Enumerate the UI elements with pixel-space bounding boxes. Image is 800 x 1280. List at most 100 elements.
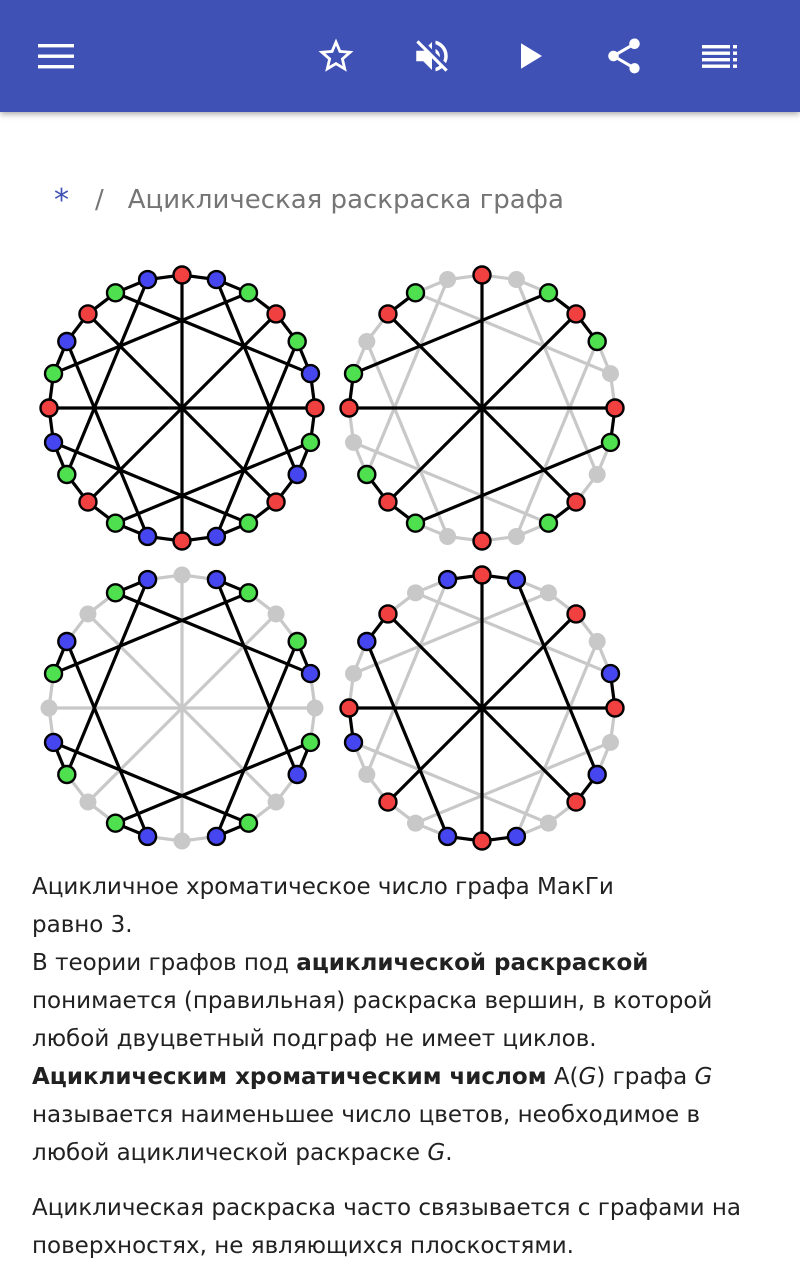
graph-vertex: [105, 283, 126, 303]
graph-edge: [114, 291, 312, 376]
graph-vertex: [378, 604, 398, 624]
graph-vertex: [343, 363, 364, 384]
text-run: понимается (правильная) раскраска вершин…: [32, 988, 713, 1052]
favorite-button[interactable]: [308, 28, 364, 84]
graph-vertex: [238, 283, 259, 303]
graph-vertex: [287, 631, 307, 652]
graph-vertex: [506, 569, 527, 590]
graph-edge: [414, 291, 612, 376]
graph-vertex: [238, 513, 259, 533]
graph-edge: [65, 340, 150, 538]
graph-vertex: [587, 331, 607, 352]
graph-vertex: [206, 826, 227, 847]
graph-vertex: [173, 566, 191, 584]
graph-vertex: [588, 633, 606, 650]
graph-vertex: [405, 513, 426, 533]
share-icon: [608, 38, 640, 74]
graph-edge: [365, 640, 450, 838]
graph-vertex: [538, 513, 559, 533]
graph-vertex: [39, 398, 59, 418]
star-outline-icon: [318, 38, 354, 72]
graph-vertex: [566, 604, 586, 624]
graph-vertex: [407, 584, 424, 602]
breadcrumb-home-link[interactable]: *: [54, 182, 69, 218]
graph-vertex: [507, 527, 525, 545]
graph-edge: [352, 440, 550, 525]
graph-vertex: [472, 831, 492, 851]
graph-vertex: [206, 526, 227, 547]
graph-edge: [114, 740, 312, 825]
menu-button[interactable]: [28, 28, 84, 84]
graph-vertex: [358, 333, 376, 350]
graph-vertex: [472, 265, 492, 285]
graph-vertex: [437, 569, 458, 590]
graph-edge: [365, 340, 450, 538]
graph-vertex: [206, 269, 227, 290]
graph-vertex: [79, 793, 97, 811]
math-g: G: [694, 1064, 713, 1090]
graph-vertex: [339, 398, 359, 418]
graph-panel-1: [39, 265, 325, 551]
graph-vertex: [43, 432, 64, 453]
graph-edge: [352, 740, 550, 825]
graph-vertex: [405, 283, 426, 303]
graph-vertex: [305, 398, 325, 418]
graph-panel-2: [339, 265, 625, 551]
graph-vertex: [566, 792, 586, 812]
mute-button[interactable]: [404, 28, 460, 84]
graph-vertex: [43, 663, 64, 684]
graph-vertex: [601, 365, 619, 383]
graph-vertex: [300, 732, 321, 753]
play-button[interactable]: [502, 28, 558, 84]
graph-vertex: [605, 698, 625, 718]
term-acyclic-coloring: ациклической раскраской: [296, 950, 649, 976]
graph-edge: [114, 591, 312, 676]
graph-vertex: [407, 814, 424, 832]
graph-vertex: [137, 569, 158, 590]
graph-edge: [65, 278, 150, 476]
breadcrumb: * / Ациклическая раскраска графа: [54, 180, 564, 220]
graph-edge: [514, 640, 599, 838]
hamburger-menu-icon: [38, 44, 74, 69]
graph-vertex: [266, 492, 286, 512]
text-run: В теории графов под: [32, 950, 297, 976]
graph-vertex: [300, 663, 321, 684]
graph-edge: [214, 640, 299, 838]
graph-vertex: [137, 269, 158, 290]
math-g: G: [578, 1064, 597, 1090]
graph-edge: [65, 640, 150, 838]
graph-vertex: [57, 764, 77, 785]
graph-vertex: [600, 432, 621, 453]
graph-vertex: [267, 793, 285, 811]
contents-button[interactable]: [692, 28, 748, 84]
graph-vertex: [137, 526, 158, 547]
term-acyclic-chromatic-number: Ациклическим хроматическим числом: [32, 1064, 547, 1090]
graph-vertex: [40, 699, 58, 717]
figure-caption: Ацикличное хроматическое число графа Мак…: [32, 868, 772, 944]
share-button[interactable]: [596, 28, 652, 84]
graph-vertex: [43, 363, 64, 384]
graph-vertex: [540, 814, 557, 832]
graph-vertex: [173, 832, 191, 850]
graph-vertex: [439, 271, 457, 289]
text-run: .: [445, 1140, 453, 1166]
graph-vertex: [378, 792, 398, 812]
graph-vertex: [137, 826, 158, 847]
graph-edge: [214, 340, 299, 538]
play-icon: [521, 43, 542, 69]
graph-vertex: [300, 432, 321, 453]
graph-vertex: [472, 531, 492, 551]
graph-vertex: [566, 304, 586, 324]
graph-edge: [214, 578, 299, 776]
graph-edge: [52, 291, 250, 376]
graph-edge: [352, 591, 550, 676]
app-toolbar: [0, 0, 800, 112]
graph-vertex: [57, 631, 77, 652]
graph-vertex: [105, 583, 126, 603]
graph-edge: [365, 278, 450, 476]
graph-vertex: [105, 513, 126, 533]
math-g: G: [427, 1140, 446, 1166]
breadcrumb-separator: /: [95, 185, 104, 215]
graph-vertex: [345, 433, 363, 451]
graph-vertex: [357, 631, 377, 652]
